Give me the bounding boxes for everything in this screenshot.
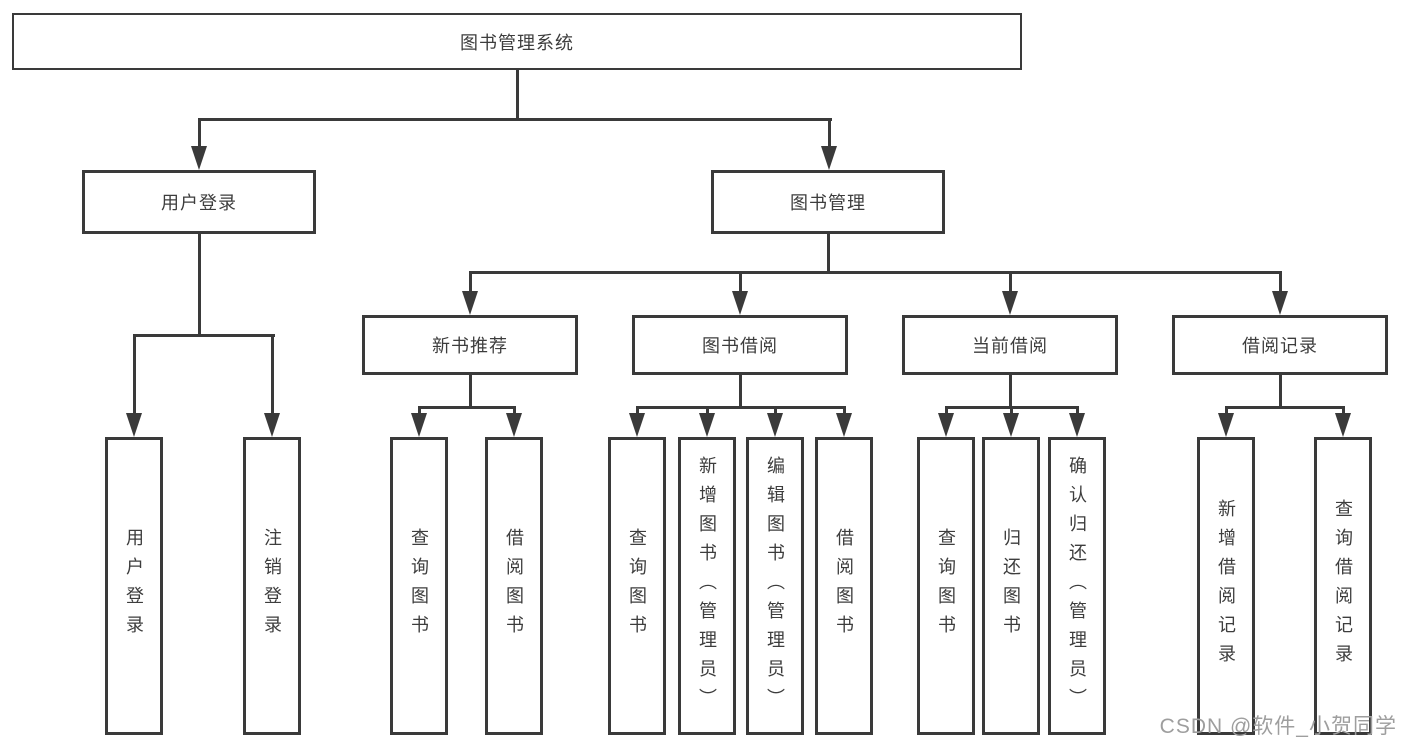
connector-arrowhead-down xyxy=(191,146,207,170)
connector-line xyxy=(826,234,830,273)
connector-line xyxy=(468,270,1282,274)
connector-line xyxy=(1278,375,1282,407)
csdn-watermark: CSDN @软件_小贺同学 xyxy=(1159,715,1397,738)
leaf-label: 注销登录 xyxy=(262,528,282,644)
leaf-logout: 注销登录 xyxy=(243,437,301,735)
connector-arrowhead-down xyxy=(462,291,478,315)
leaf-add-borrow-record: 新增借阅记录 xyxy=(1197,437,1255,735)
connector-arrowhead-down xyxy=(836,413,852,437)
connector-line xyxy=(515,70,519,119)
leaf-label: 用户登录 xyxy=(124,528,144,644)
connector-line xyxy=(635,405,639,416)
connector-arrowhead-down xyxy=(506,413,522,437)
connector-line xyxy=(512,405,516,416)
leaf-user-login: 用户登录 xyxy=(105,437,163,735)
connector-arrowhead-down xyxy=(1002,291,1018,315)
node-new-book-recommend: 新书推荐 xyxy=(362,315,578,375)
node-label: 当前借阅 xyxy=(972,336,1048,356)
connector-arrowhead-down xyxy=(1272,291,1288,315)
leaf-query-books-current: 查询图书 xyxy=(917,437,975,735)
connector-line xyxy=(635,405,846,409)
leaf-query-books-recommend: 查询图书 xyxy=(390,437,448,735)
connector-line xyxy=(842,405,846,416)
leaf-label: 新增借阅记录 xyxy=(1216,499,1236,673)
connector-arrowhead-down xyxy=(1069,413,1085,437)
node-label: 借阅记录 xyxy=(1242,336,1318,356)
connector-line xyxy=(132,333,136,416)
connector-line xyxy=(1224,405,1228,416)
connector-line xyxy=(1075,405,1079,416)
connector-line xyxy=(132,333,275,337)
leaf-label: 借阅图书 xyxy=(834,528,854,644)
connector-arrowhead-down xyxy=(938,413,954,437)
node-book-management-system: 图书管理系统 xyxy=(12,13,1022,70)
connector-arrowhead-down xyxy=(1335,413,1351,437)
connector-line xyxy=(827,117,831,151)
connector-line xyxy=(1009,405,1013,416)
leaf-label: 查询图书 xyxy=(627,528,647,644)
connector-arrowhead-down xyxy=(1218,413,1234,437)
leaf-label: 确认归还（管理员） xyxy=(1067,455,1087,717)
connector-line xyxy=(773,405,777,416)
connector-line xyxy=(197,117,832,121)
leaf-label: 查询图书 xyxy=(409,528,429,644)
connector-arrowhead-down xyxy=(1003,413,1019,437)
leaf-label: 借阅图书 xyxy=(504,528,524,644)
connector-arrowhead-down xyxy=(821,146,837,170)
connector-line xyxy=(197,117,201,151)
node-book-borrow: 图书借阅 xyxy=(632,315,848,375)
leaf-label: 归还图书 xyxy=(1001,528,1021,644)
leaf-label: 查询借阅记录 xyxy=(1333,499,1353,673)
leaf-query-borrow-record: 查询借阅记录 xyxy=(1314,437,1372,735)
connector-arrowhead-down xyxy=(767,413,783,437)
node-user-login: 用户登录 xyxy=(82,170,316,234)
node-current-borrow: 当前借阅 xyxy=(902,315,1118,375)
connector-line xyxy=(417,405,516,409)
node-label: 新书推荐 xyxy=(432,336,508,356)
node-label: 图书管理系统 xyxy=(460,32,574,53)
leaf-query-books-borrow: 查询图书 xyxy=(608,437,666,735)
connector-arrowhead-down xyxy=(732,291,748,315)
node-book-management: 图书管理 xyxy=(711,170,945,234)
connector-line xyxy=(1008,375,1012,407)
connector-arrowhead-down xyxy=(629,413,645,437)
connector-line xyxy=(1008,270,1012,293)
connector-line xyxy=(468,270,472,293)
connector-line xyxy=(468,375,472,407)
connector-line xyxy=(738,270,742,293)
connector-line xyxy=(1278,270,1282,293)
connector-arrowhead-down xyxy=(699,413,715,437)
leaf-label: 新增图书（管理员） xyxy=(697,455,717,717)
leaf-add-books-admin: 新增图书（管理员） xyxy=(678,437,736,735)
connector-arrowhead-down xyxy=(264,413,280,437)
leaf-label: 查询图书 xyxy=(936,528,956,644)
connector-line xyxy=(944,405,948,416)
connector-line xyxy=(738,375,742,407)
node-label: 图书管理 xyxy=(790,193,866,213)
leaf-edit-books-admin: 编辑图书（管理员） xyxy=(746,437,804,735)
leaf-return-books: 归还图书 xyxy=(982,437,1040,735)
leaf-borrow-books: 借阅图书 xyxy=(815,437,873,735)
leaf-borrow-books-recommend: 借阅图书 xyxy=(485,437,543,735)
connector-line xyxy=(1224,405,1345,409)
connector-arrowhead-down xyxy=(126,413,142,437)
connector-line xyxy=(197,234,201,336)
node-borrow-records: 借阅记录 xyxy=(1172,315,1388,375)
leaf-confirm-return-admin: 确认归还（管理员） xyxy=(1048,437,1106,735)
connector-line xyxy=(417,405,421,416)
node-label: 图书借阅 xyxy=(702,336,778,356)
node-label: 用户登录 xyxy=(161,193,237,213)
connector-arrowhead-down xyxy=(411,413,427,437)
connector-line xyxy=(1341,405,1345,416)
connector-line xyxy=(270,333,274,416)
connector-line xyxy=(705,405,709,416)
leaf-label: 编辑图书（管理员） xyxy=(765,455,785,717)
